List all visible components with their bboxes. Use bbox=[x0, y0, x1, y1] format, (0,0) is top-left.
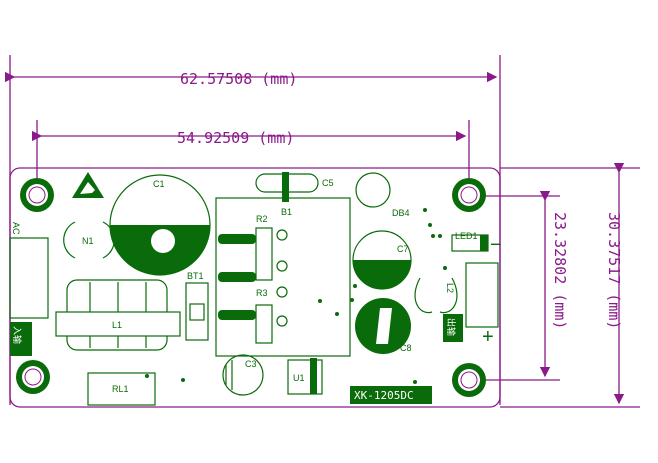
b1-label: B1 bbox=[281, 207, 292, 217]
overall-height-dimension: 30.37517 (mm) bbox=[500, 162, 640, 408]
transformer-pins bbox=[276, 229, 288, 327]
capacitor-c3: C3 bbox=[222, 354, 264, 396]
inductor-l1: L1 bbox=[55, 279, 181, 351]
diode-db4: DB4 bbox=[355, 172, 410, 218]
fuse-bt1: BT1 bbox=[185, 271, 209, 341]
r3-label: R3 bbox=[256, 288, 268, 298]
overall-height-label: 30.37517 (mm) bbox=[605, 212, 623, 329]
output-label: 出输 bbox=[446, 318, 457, 336]
hole-spacing-y-dimension: 23.32802 (mm) bbox=[469, 190, 569, 381]
c1-label: C1 bbox=[153, 179, 165, 189]
ic-u1: U1 bbox=[287, 358, 323, 395]
board-model-text: XK-1205DC bbox=[354, 389, 414, 402]
bt1-label: BT1 bbox=[187, 271, 204, 281]
led1: LED1 bbox=[451, 231, 489, 252]
overall-width-label: 62.57508 (mm) bbox=[180, 70, 297, 88]
mounting-hole-top-right bbox=[452, 178, 486, 212]
minus-sign: − bbox=[490, 234, 502, 256]
led1-label: LED1 bbox=[455, 231, 478, 241]
l1-label: L1 bbox=[112, 320, 122, 330]
ac-label: AC bbox=[11, 222, 21, 235]
resistor-r2: R2 bbox=[218, 214, 273, 282]
u1-label: U1 bbox=[293, 373, 305, 383]
db4-label: DB4 bbox=[392, 208, 410, 218]
c5-label: C5 bbox=[322, 178, 334, 188]
hole-spacing-y-label: 23.32802 (mm) bbox=[551, 212, 569, 329]
board-model-label: XK-1205DC bbox=[350, 386, 432, 404]
mounting-hole-bottom-left bbox=[16, 360, 50, 394]
capacitor-c5: C5 B1 bbox=[255, 172, 334, 217]
rl1-label: RL1 bbox=[112, 384, 129, 394]
thermistor-n1: N1 bbox=[63, 221, 115, 259]
ac-input-connector: AC 入输 bbox=[9, 222, 49, 356]
esd-warning-icon bbox=[72, 172, 104, 198]
capacitor-c1: C1 bbox=[109, 174, 211, 276]
overall-width-dimension: 62.57508 (mm) bbox=[4, 55, 501, 405]
c7-label: C7 bbox=[397, 244, 409, 254]
output-connector: − + 出输 bbox=[443, 234, 502, 348]
c3-label: C3 bbox=[245, 359, 257, 369]
resistor-r3: R3 bbox=[218, 288, 273, 344]
hole-spacing-x-label: 54.92509 (mm) bbox=[177, 129, 294, 147]
resistor-rl1: RL1 bbox=[87, 372, 156, 406]
vias bbox=[145, 208, 447, 384]
capacitor-c8: C8 bbox=[355, 298, 412, 354]
hole-spacing-x-dimension: 54.92509 (mm) bbox=[31, 120, 470, 195]
inductor-l2: L2 bbox=[414, 277, 458, 314]
board-outline bbox=[9, 167, 501, 408]
mounting-hole-top-left bbox=[20, 178, 54, 212]
plus-sign: + bbox=[482, 326, 494, 348]
input-label: 入输 bbox=[12, 326, 23, 344]
mounting-hole-bottom-right bbox=[452, 363, 486, 397]
c8-label: C8 bbox=[400, 343, 412, 353]
capacitor-c7: C7 bbox=[352, 230, 412, 290]
l2-label: L2 bbox=[445, 283, 455, 293]
n1-label: N1 bbox=[82, 236, 94, 246]
r2-label: R2 bbox=[256, 214, 268, 224]
